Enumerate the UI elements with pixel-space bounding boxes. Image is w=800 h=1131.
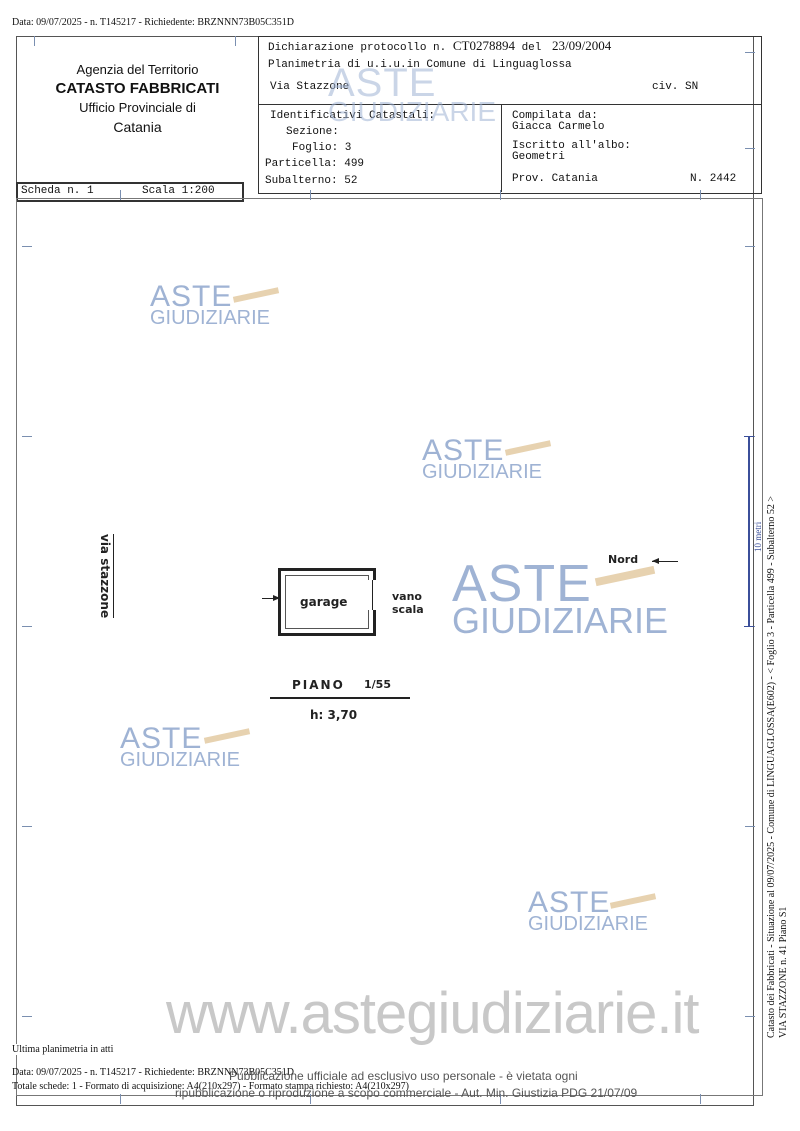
aste-watermark: ASTE GIUDIZIARIE [422, 434, 543, 483]
reg-tick [22, 626, 32, 627]
scheda-label: Scheda n. 1 [21, 185, 94, 197]
north-arrow-head [652, 558, 659, 564]
piano-scale: 1/55 [364, 678, 391, 691]
publication-notice-1: Pubblicazione ufficiale ad esclusivo uso… [229, 1069, 578, 1083]
header-divider-h [258, 104, 761, 105]
garage-label: garage [300, 595, 348, 609]
reg-tick [500, 190, 501, 200]
publication-notice-2: ripubblicazione o riproduzione a scopo c… [175, 1086, 638, 1100]
north-label: Nord [608, 553, 639, 566]
ultima-planimetria: Ultima planimetria in atti [12, 1044, 114, 1055]
particella-line: Particella: 499 [265, 158, 365, 170]
reg-tick [22, 826, 32, 827]
reg-tick [745, 246, 755, 247]
del-label: del [521, 42, 542, 54]
dichiarazione-label: Dichiarazione protocollo n. [268, 42, 447, 54]
compilata-name: Giacca Carmelo [512, 121, 605, 133]
reg-tick [22, 436, 32, 437]
reg-tick [700, 190, 701, 200]
via-line: Via Stazzone [270, 81, 350, 93]
entry-arrow-head [273, 595, 280, 601]
north-arrow [652, 561, 678, 562]
sezione-line: Sezione: [286, 126, 339, 138]
reg-tick [745, 1016, 755, 1017]
garage-door-mark [372, 580, 373, 610]
aste-watermark: ASTE GIUDIZIARIE [328, 61, 497, 127]
aste-watermark: ASTE GIUDIZIARIE [120, 722, 241, 771]
site-watermark: www.astegiudiziarie.it [166, 981, 699, 1046]
vano-label: vano [392, 590, 422, 603]
reg-tick [235, 36, 236, 46]
civ-line: civ. SN [652, 81, 699, 93]
drawing-frame [16, 198, 763, 1096]
aste-watermark: ASTE GIUDIZIARIE [452, 555, 669, 642]
scheda-box [16, 182, 244, 202]
scale-bar-cap-top [744, 436, 754, 437]
reg-tick [700, 1094, 701, 1104]
reg-tick [310, 190, 311, 200]
compilata-label: Compilata da: [512, 110, 598, 122]
albo-value: Geometri [512, 151, 565, 163]
reg-tick [34, 36, 35, 46]
planimetria-line: Planimetria di u.i.u.in Comune di Lingua… [268, 59, 572, 71]
dichiarazione-line: Dichiarazione protocollo n. CT0278894 de… [268, 38, 611, 54]
reg-tick [745, 148, 755, 149]
ufficio-label: Ufficio Provinciale di [79, 100, 196, 115]
agency-name: Agenzia del Territorio [76, 62, 199, 77]
aste-watermark: ASTE GIUDIZIARIE [528, 886, 649, 935]
side-situation-line: Catasto dei Fabbricati - Situazione al 0… [766, 495, 777, 1038]
entry-arrow [262, 598, 280, 599]
albo-label: Iscritto all'albo: [512, 140, 631, 152]
header-divider-v [501, 104, 502, 192]
identificativi-title: Identificativi Catastali: [270, 110, 436, 122]
protocollo-date: 23/09/2004 [552, 38, 612, 53]
prov-line: Prov. Catania [512, 173, 598, 185]
protocollo-number: CT0278894 [452, 38, 515, 53]
reg-tick [745, 826, 755, 827]
province-name: Catania [113, 119, 162, 135]
scale-bar-cap-bottom [744, 626, 754, 627]
reg-tick [22, 246, 32, 247]
request-info-top: Data: 09/07/2025 - n. T145217 - Richiede… [12, 17, 295, 28]
subalterno-line: Subalterno: 52 [265, 175, 358, 187]
reg-tick [120, 1094, 121, 1104]
foglio-line: Foglio: 3 [292, 142, 352, 154]
reg-tick [310, 1094, 311, 1104]
catasto-title: CATASTO FABBRICATI [55, 80, 220, 97]
albo-number: N. 2442 [690, 173, 737, 185]
scale-bar [748, 436, 750, 626]
header-box [258, 36, 762, 194]
footer-request-line: Data: 09/07/2025 - n. T145217 - Richiede… [12, 1067, 295, 1078]
piano-underline [270, 697, 410, 699]
scala-label: Scala 1:200 [142, 185, 215, 197]
scala-room-label: scala [392, 603, 424, 616]
footer-format-line: Totale schede: 1 - Formato di acquisizio… [12, 1081, 409, 1092]
aste-watermark: ASTE GIUDIZIARIE [150, 280, 271, 329]
street-label: via stazzone [98, 534, 114, 619]
scale-bar-label: 10 metri [753, 521, 763, 552]
reg-tick [745, 52, 755, 53]
agency-block: Agenzia del Territorio CATASTO FABBRICAT… [30, 62, 245, 135]
reg-tick [22, 1016, 32, 1017]
reg-tick [500, 1094, 501, 1104]
piano-label: PIANO [292, 678, 345, 692]
side-address-line: VIA STAZZONE n. 41 Piano S1 [778, 906, 789, 1038]
height-label: h: 3,70 [310, 708, 358, 722]
reg-tick [120, 190, 121, 200]
